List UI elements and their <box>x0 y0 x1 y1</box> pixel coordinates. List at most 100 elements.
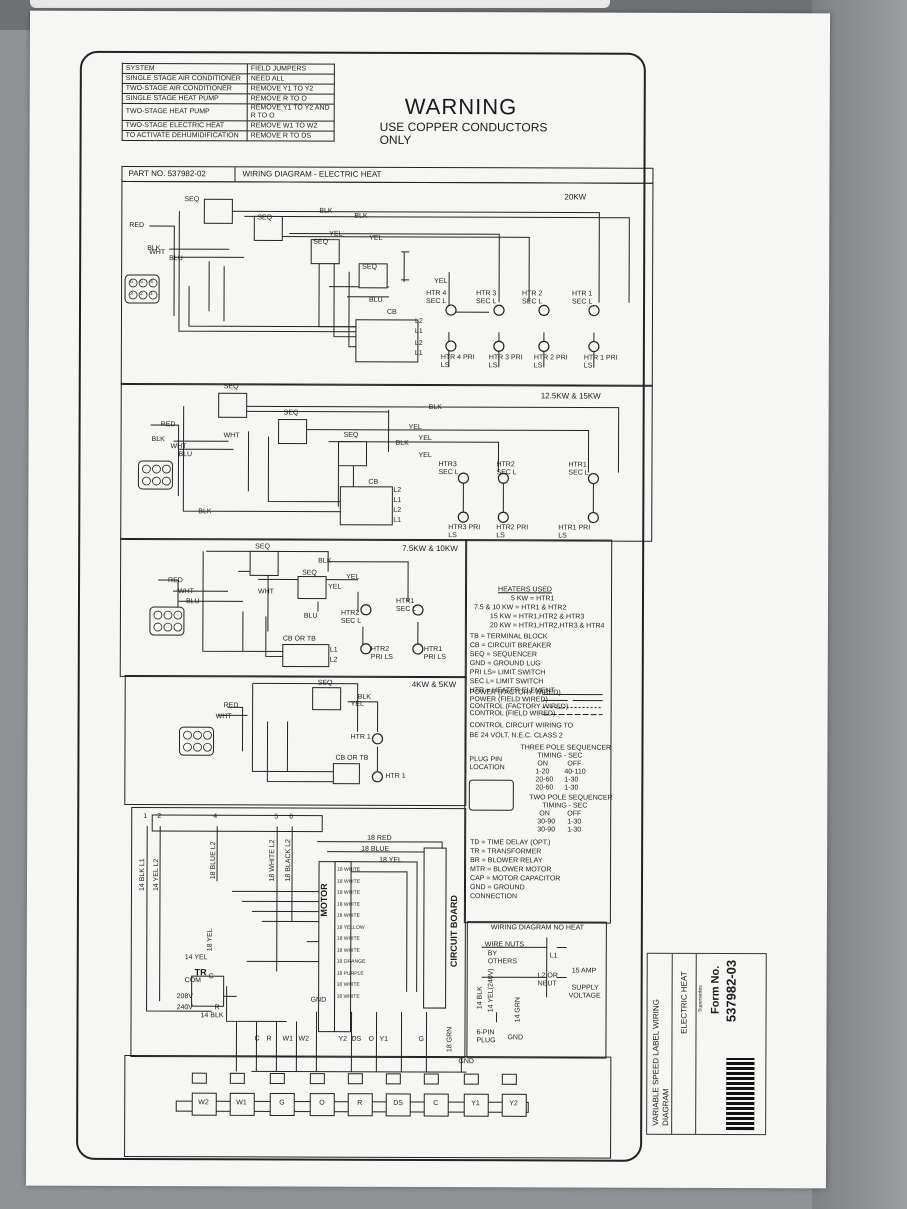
terminal-y2: Y2 <box>509 1100 518 1108</box>
wire-label: 18 RED <box>367 834 392 842</box>
wire-red: RED <box>168 577 183 585</box>
l2-label: L2 <box>393 486 402 494</box>
off-label: OFF <box>567 760 582 768</box>
abbrev-item: CB = CIRCUIT BREAKER <box>469 642 552 650</box>
form-no-label: Form No. <box>709 965 722 1015</box>
abbrev-item: TB = TERMINAL BLOCK <box>469 633 548 641</box>
motor-wire-list: 18 WHITE 18 WHITE 18 WHITE 18 WHITE 18 W… <box>337 865 397 1003</box>
abbrev-item: SEC L= LIMIT SWITCH <box>469 678 544 686</box>
two-pole-subtitle: TIMING - SEC <box>542 802 588 810</box>
no-heat-title: WIRING DIAGRAM NO HEAT <box>490 924 585 932</box>
cb-label: CB <box>386 308 397 316</box>
htr2-pri-label: HTR 2 PRI LS <box>533 354 568 370</box>
wire-blk: BLK <box>198 508 212 516</box>
terminal-r: R <box>357 1099 363 1107</box>
wire-label: 18 WHITE <box>336 947 360 954</box>
c-label: C <box>208 973 214 981</box>
abbrev-item: TD = TIME DELAY (OPT.) <box>470 839 551 847</box>
three-pole-title: THREE POLE SEQUENCER <box>520 744 612 752</box>
terminal-ds: DS <box>393 1099 403 1107</box>
l1-label: L1 <box>414 327 423 335</box>
v208-label: 208V <box>176 993 193 1001</box>
heaters-used-item: 20 KW = HTR1,HTR2,HTR3 & HTR4 <box>489 622 605 630</box>
transformer-label: TR <box>194 967 207 978</box>
heaters-used-item: 15 KW = HTR1,HTR2 & HTR3 <box>489 613 585 621</box>
abbrev-item: PRI LS= LIMIT SWITCH <box>469 669 546 677</box>
abbrev-item: GND = GROUND <box>469 884 525 892</box>
wire-wht: WHT <box>258 588 274 596</box>
l2-neut-label: L2 OR NEUT <box>537 972 558 988</box>
htr3-sec-label: HTR3 SEC L <box>438 461 459 477</box>
htr1-pri-label: HTR1 PRI LS <box>423 645 446 662</box>
r-label: R <box>214 1004 220 1012</box>
abbrev-item: CAP = MOTOR CAPACITOR <box>470 875 561 883</box>
htr4-pri-label: HTR 4 PRI LS <box>440 354 475 370</box>
pin-label: 2 <box>157 813 162 821</box>
on-label: ON <box>537 760 548 768</box>
wire-label: 18 BLUE L2 <box>210 841 218 880</box>
supply-label: SUPPLY <box>571 984 599 992</box>
wire-label: 18 WHITE L2 <box>269 839 277 882</box>
com-label: COM <box>184 977 202 985</box>
wire-blk: BLK <box>428 404 442 412</box>
wire-blu: BLU <box>169 255 183 263</box>
terminal-label: Y2 <box>338 1035 348 1043</box>
heaters-used-item: 7.5 & 10 KW = HTR1 & HTR2 <box>473 604 567 612</box>
terminal-o: O <box>319 1099 325 1107</box>
heaters-used-title: HEATERS USED <box>498 586 552 594</box>
terminal-label: W1 <box>282 1035 293 1043</box>
l2-label: L2 <box>414 339 423 347</box>
voltage-label: VOLTAGE <box>568 992 601 1000</box>
wire-blk: BLK <box>395 439 409 447</box>
control-note: CONTROL CIRCUIT WIRING TO <box>469 722 574 730</box>
seq-label: SEQ <box>283 409 299 417</box>
timing-off: 1-30 <box>567 818 582 826</box>
terminal-w2: W2 <box>198 1099 209 1107</box>
heaters-used-item: 5 KW = HTR1 <box>510 595 555 603</box>
terminal-label: Y1 <box>379 1035 389 1043</box>
plug-pin-number: 5 <box>140 278 143 286</box>
pin-label: 4 <box>213 813 218 821</box>
wire-wht: WHT <box>178 588 194 596</box>
others-label: OTHERS <box>487 958 517 966</box>
wire-label: 18 WHITE <box>336 901 361 908</box>
terminal-y1: Y1 <box>471 1100 480 1108</box>
wire-label: 18 PURPLE <box>336 970 364 977</box>
amp-label: 15 AMP <box>571 967 597 975</box>
plug-pin-number: 4 <box>150 279 153 286</box>
timing-on: 20-60 <box>535 784 554 792</box>
v240-label: 240V <box>176 1004 193 1012</box>
wire-label: 18 BLACK L2 <box>285 839 293 882</box>
terminal-w1: W1 <box>236 1099 247 1107</box>
l1-label: L1 <box>329 646 338 654</box>
htr3-pri-label: HTR 3 PRI LS <box>488 354 523 370</box>
wire-red: RED <box>160 421 176 429</box>
pin-label: 6 <box>289 813 294 821</box>
form-title: VARIABLE SPEED LABEL WIRING <box>651 999 661 1126</box>
motor-label: MOTOR <box>318 883 330 917</box>
seq-label: SEQ <box>317 679 333 687</box>
wire-yel: YEL <box>328 583 342 591</box>
htr4-sec-label: HTR 4 SEC L <box>426 289 447 306</box>
plug-pin-number: 3 <box>130 290 133 297</box>
timing-on: 1-20 <box>535 768 550 776</box>
wire-blk: BLK <box>151 436 165 444</box>
wire-yel: YEL <box>350 700 364 708</box>
wire-blk: BLK <box>318 557 332 565</box>
wire-red: RED <box>223 702 239 710</box>
timing-on: 30-90 <box>537 818 556 826</box>
paper-strip <box>30 0 610 8</box>
abbrev-item: SEQ = SEQUENCER <box>469 651 537 659</box>
wire-blu: BLU <box>178 451 193 459</box>
wire-label: 18 WHITE <box>336 912 360 919</box>
cb-or-tb-label: CB OR TB <box>335 754 369 762</box>
terminal-label: W2 <box>298 1035 309 1043</box>
by-label: BY <box>487 950 498 958</box>
on-label: ON <box>539 810 550 818</box>
htr1-pri-label: HTR1 PRI LS <box>558 524 591 540</box>
wire-yel: YEL <box>434 278 448 286</box>
wire-label: 18 WHITE <box>336 993 360 1000</box>
wire-yel: YEL <box>418 434 432 443</box>
circuit-board-label: CIRCUIT BOARD <box>448 895 459 968</box>
wire-red: RED <box>129 221 145 230</box>
